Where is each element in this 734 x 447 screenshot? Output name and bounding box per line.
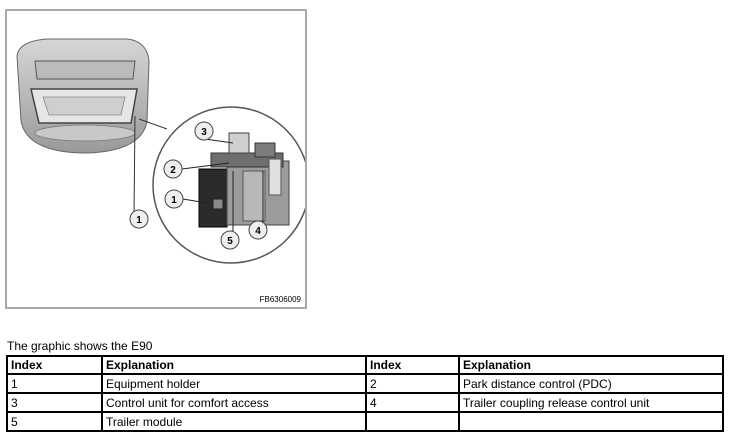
- figure-code: FB6306009: [259, 295, 301, 304]
- callout-5: 5: [220, 230, 240, 250]
- table-cell: 4: [365, 392, 460, 413]
- header-index-2: Index: [365, 355, 460, 375]
- pdc-unit: [228, 132, 250, 154]
- rear-window: [34, 60, 136, 80]
- svg-text:4: 4: [255, 226, 261, 237]
- module-middle: [242, 170, 266, 222]
- table-row: 5 Trailer module: [6, 411, 724, 432]
- callout-2: 2: [163, 159, 183, 179]
- zoom-leader: [138, 118, 168, 130]
- svg-text:3: 3: [201, 127, 207, 138]
- table-cell: [458, 411, 724, 432]
- callout-1b: 1: [164, 189, 184, 209]
- trunk-floor: [42, 96, 126, 116]
- callout-leader-1a: [133, 115, 136, 217]
- bumper: [34, 124, 136, 142]
- callout-leader-1b: [182, 198, 208, 204]
- svg-text:1: 1: [171, 195, 177, 206]
- table-cell: [365, 411, 460, 432]
- table-row: 3 Control unit for comfort access 4 Trai…: [6, 392, 724, 413]
- plug: [212, 198, 224, 210]
- table-cell: Trailer coupling release control unit: [458, 392, 724, 413]
- header-explanation-2: Explanation: [458, 355, 724, 375]
- table-cell: Equipment holder: [101, 373, 367, 394]
- header-explanation-1: Explanation: [101, 355, 367, 375]
- svg-text:5: 5: [227, 236, 233, 247]
- svg-text:1: 1: [136, 215, 142, 226]
- table-header-row: Index Explanation Index Explanation: [6, 355, 724, 375]
- table-row: 1 Equipment holder 2 Park distance contr…: [6, 373, 724, 394]
- connector: [254, 142, 276, 158]
- table-cell: Park distance control (PDC): [458, 373, 724, 394]
- callout-leader-2: [181, 162, 230, 170]
- callout-leader-3: [204, 138, 234, 144]
- bracket: [268, 158, 282, 196]
- table-cell: Trailer module: [101, 411, 367, 432]
- table-cell: 1: [6, 373, 103, 394]
- header-index-1: Index: [6, 355, 103, 375]
- table-cell: 5: [6, 411, 103, 432]
- index-table: Index Explanation Index Explanation 1 Eq…: [6, 355, 724, 432]
- component-illustration: 3 2 1 4 5 1 FB6306009: [5, 9, 307, 309]
- callout-1a: 1: [129, 209, 149, 229]
- table-cell: 2: [365, 373, 460, 394]
- car-trunk-drawing: 3 2 1 4 5 1: [16, 38, 305, 264]
- callout-3: 3: [194, 121, 214, 141]
- table-cell: 3: [6, 392, 103, 413]
- svg-text:2: 2: [170, 165, 176, 176]
- callout-4: 4: [248, 220, 268, 240]
- figure-caption: The graphic shows the E90: [7, 339, 153, 353]
- table-cell: Control unit for comfort access: [101, 392, 367, 413]
- module-dark: [198, 168, 228, 228]
